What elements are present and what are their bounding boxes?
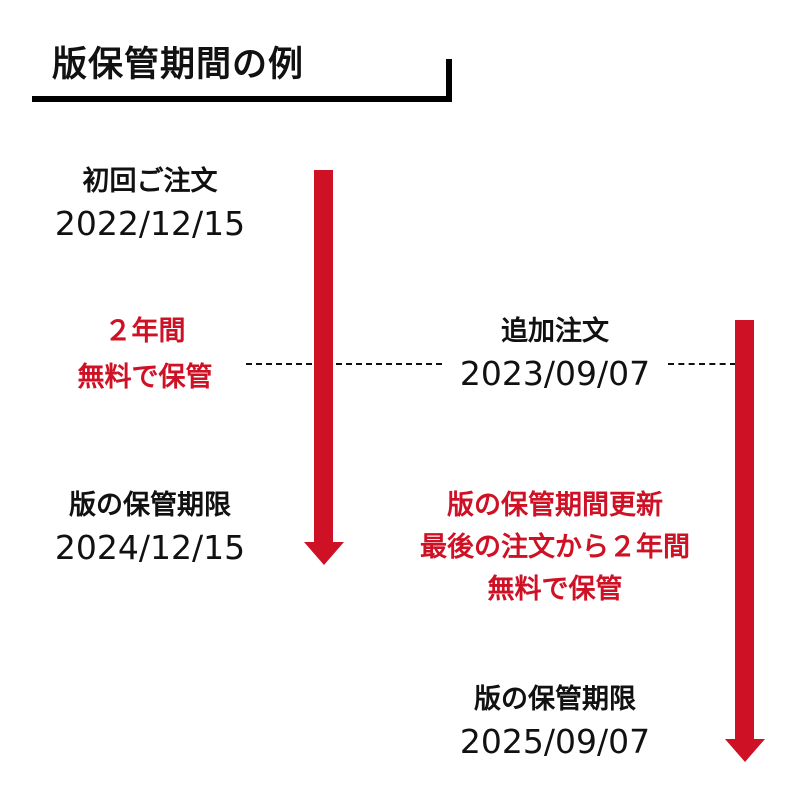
- first-order-block: 初回ご注文 2022/12/15: [30, 162, 270, 244]
- storage-limit-label-1: 版の保管期限: [69, 490, 231, 521]
- page-title: 版保管期間の例: [52, 45, 305, 85]
- free-storage-line2: 無料で保管: [77, 362, 213, 393]
- free-storage-block: ２年間 無料で保管: [40, 312, 250, 398]
- renewal-line2: 最後の注文から２年間: [420, 532, 690, 563]
- first-order-label: 初回ご注文: [82, 166, 218, 197]
- renewal-block: 版の保管期間更新 最後の注文から２年間 無料で保管: [380, 486, 730, 610]
- storage-limit-block-2: 版の保管期限 2025/09/07: [430, 680, 680, 762]
- down-arrow-icon: [304, 170, 344, 565]
- renewal-line1: 版の保管期間更新: [447, 490, 663, 521]
- renewal-line3: 無料で保管: [487, 574, 623, 605]
- dashed-line-right: [668, 363, 736, 365]
- storage-limit-block-1: 版の保管期限 2024/12/15: [25, 486, 275, 568]
- storage-limit-date-1: 2024/12/15: [54, 528, 246, 567]
- additional-order-label: 追加注文: [501, 316, 609, 347]
- additional-order-date: 2023/09/07: [459, 354, 651, 393]
- title-underline: [32, 96, 452, 102]
- down-arrow-icon: [725, 320, 765, 762]
- free-storage-line1: ２年間: [104, 316, 186, 347]
- dashed-line-left: [246, 363, 442, 365]
- first-order-date: 2022/12/15: [54, 204, 246, 243]
- additional-order-block: 追加注文 2023/09/07: [435, 312, 675, 394]
- storage-limit-label-2: 版の保管期限: [474, 684, 636, 715]
- title-corner-bar: [446, 59, 452, 102]
- storage-limit-date-2: 2025/09/07: [459, 722, 651, 761]
